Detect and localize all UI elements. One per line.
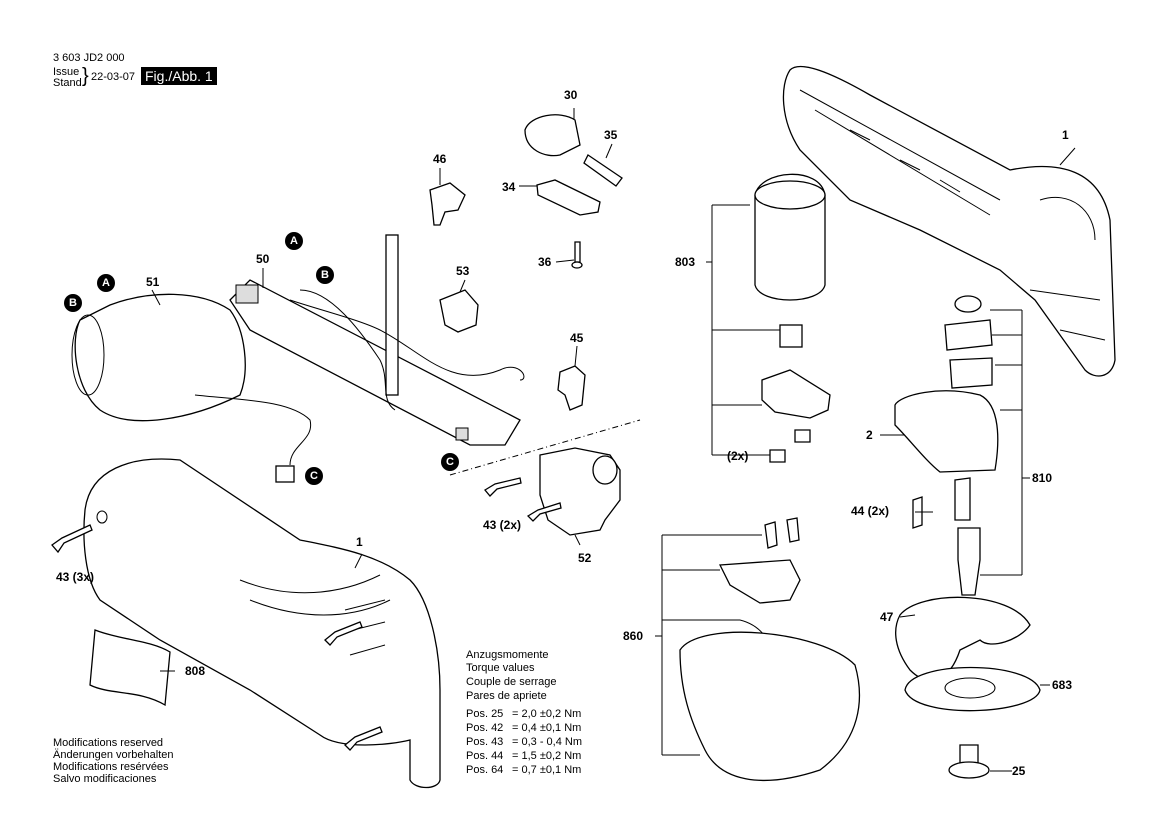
connector-c-battery: C (305, 467, 323, 485)
base-plate (679, 517, 861, 782)
label-part-2x: (2x) (727, 449, 749, 463)
leader-lines (151, 108, 1076, 772)
label-part-35: 35 (604, 128, 618, 142)
label-part-803: 803 (675, 255, 696, 269)
modifications-de: Änderungen vorbehalten (53, 749, 174, 761)
label-part-47: 47 (880, 610, 894, 624)
label-part-52: 52 (578, 551, 592, 565)
label-part-36: 36 (538, 255, 552, 269)
switch-parts (524, 114, 623, 269)
torque-row-value: = 1,5 ±0,2 Nm (512, 750, 582, 762)
label-part-44-2x: 44 (2x) (851, 504, 890, 518)
connector-a-battery: A (97, 274, 115, 292)
torque-row-pos: Pos. 43 (466, 736, 504, 748)
torque-title-es: Pares de apriete (466, 690, 547, 702)
label-part-810: 810 (1032, 471, 1053, 485)
torque-row-value: = 0,4 ±0,1 Nm (512, 722, 582, 734)
label-part-808: 808 (185, 664, 206, 678)
electronic-board (229, 234, 525, 446)
screws-43-3x (51, 524, 383, 751)
housing-half-bottom (83, 458, 441, 789)
label-part-683: 683 (1052, 678, 1073, 692)
label-part-30: 30 (564, 88, 578, 102)
label-part-45: 45 (570, 331, 584, 345)
label-sheet (89, 629, 171, 707)
torque-row-value: = 2,0 ±0,2 Nm (512, 708, 582, 720)
gear-head-2 (894, 295, 999, 596)
torque-title-de: Anzugsmomente (466, 649, 549, 661)
issue-label: Issue (53, 66, 80, 78)
guard-and-disc (895, 596, 1041, 779)
torque-row-pos: Pos. 64 (466, 764, 504, 776)
issue-date: 22-03-07 (91, 71, 136, 83)
label-part-51: 51 (146, 275, 160, 289)
label-part-25: 25 (1012, 764, 1026, 778)
modifications-en: Modifications reserved (53, 737, 164, 749)
connector-b-board: B (316, 266, 334, 284)
connector-a-board: A (285, 232, 303, 250)
modifications-fr: Modifications resérvées (53, 761, 169, 773)
brace-icon: } (82, 65, 89, 87)
torque-row-pos: Pos. 25 (466, 708, 504, 720)
label-part-1-bottom: 1 (356, 535, 363, 549)
label-part-1-top: 1 (1062, 128, 1069, 142)
part-45 (557, 365, 586, 411)
label-part-2: 2 (866, 428, 873, 442)
label-part-43-3x: 43 (3x) (56, 570, 95, 584)
label-part-34: 34 (502, 180, 516, 194)
housing-half-top (782, 65, 1116, 377)
torque-row-value: = 0,3 - 0,4 Nm (512, 736, 583, 748)
torque-row-value: = 0,7 ±0,1 Nm (512, 764, 582, 776)
torque-title-fr: Couple de serrage (466, 676, 557, 688)
battery-pack (71, 293, 312, 483)
modifications-es: Salvo modificaciones (53, 773, 157, 785)
motor (754, 173, 831, 463)
connector-c-board: C (441, 453, 459, 471)
torque-row-pos: Pos. 42 (466, 722, 504, 734)
torque-title-en: Torque values (466, 662, 535, 674)
label-part-43-2x: 43 (2x) (483, 518, 522, 532)
label-part-50: 50 (256, 252, 270, 266)
figure-label: Fig./Abb. 1 (141, 67, 217, 85)
part-53 (439, 289, 479, 333)
label-part-53: 53 (456, 264, 470, 278)
doc-number: 3 603 JD2 000 (53, 52, 125, 64)
connector-b-battery: B (64, 294, 82, 312)
torque-row-pos: Pos. 44 (466, 750, 504, 762)
label-part-860: 860 (623, 629, 644, 643)
stand-label: Stand (53, 77, 82, 89)
gear-housing-52 (449, 419, 641, 536)
label-part-46: 46 (433, 152, 447, 166)
part-46 (429, 182, 466, 226)
